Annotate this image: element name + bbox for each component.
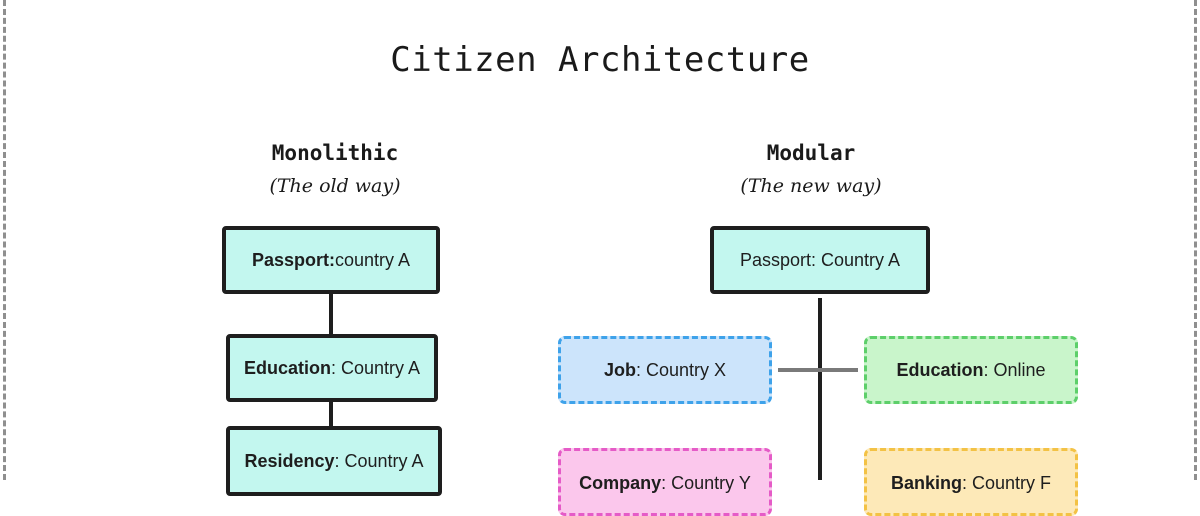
box-key: Residency [244, 450, 335, 471]
box-value: country A [334, 249, 411, 270]
box-key: Banking [890, 473, 962, 493]
mono-residency-box: Residency: Country A [226, 426, 442, 496]
box-key: Education [896, 359, 984, 380]
modular-job-box: Job: Country X [558, 336, 772, 404]
box-key: Passport: [251, 249, 335, 270]
box-key: Job [603, 359, 636, 380]
monolithic-heading: Monolithic [271, 141, 399, 165]
box-value: : Country A [330, 357, 421, 378]
modular-heading: Modular [766, 141, 856, 165]
modular-subheading: (The new way) [740, 175, 882, 197]
frame-border-left [3, 0, 6, 480]
box-value: : Country Y [661, 473, 751, 493]
box-value: : Country F [961, 473, 1052, 493]
modular-passport-box: Passport: Country A [710, 226, 930, 294]
modular-education-box: Education: Online [864, 336, 1078, 404]
mono-education-box: Education: Country A [226, 334, 438, 402]
page-title: Citizen Architecture [390, 40, 810, 80]
box-value: : Online [983, 359, 1046, 380]
modular-company-box: Company: Country Y [558, 448, 772, 516]
connector-lines [329, 293, 858, 480]
modular-banking-box: Banking: Country F [864, 448, 1078, 516]
frame-border-right [1194, 0, 1197, 480]
box-key: Company [579, 473, 662, 493]
box-value: : Country A [334, 450, 424, 471]
box-value: : Country X [635, 359, 727, 380]
box-key: Education [243, 357, 331, 378]
mono-passport-box: Passport:country A [222, 226, 440, 294]
monolithic-subheading: (The old way) [269, 175, 401, 197]
